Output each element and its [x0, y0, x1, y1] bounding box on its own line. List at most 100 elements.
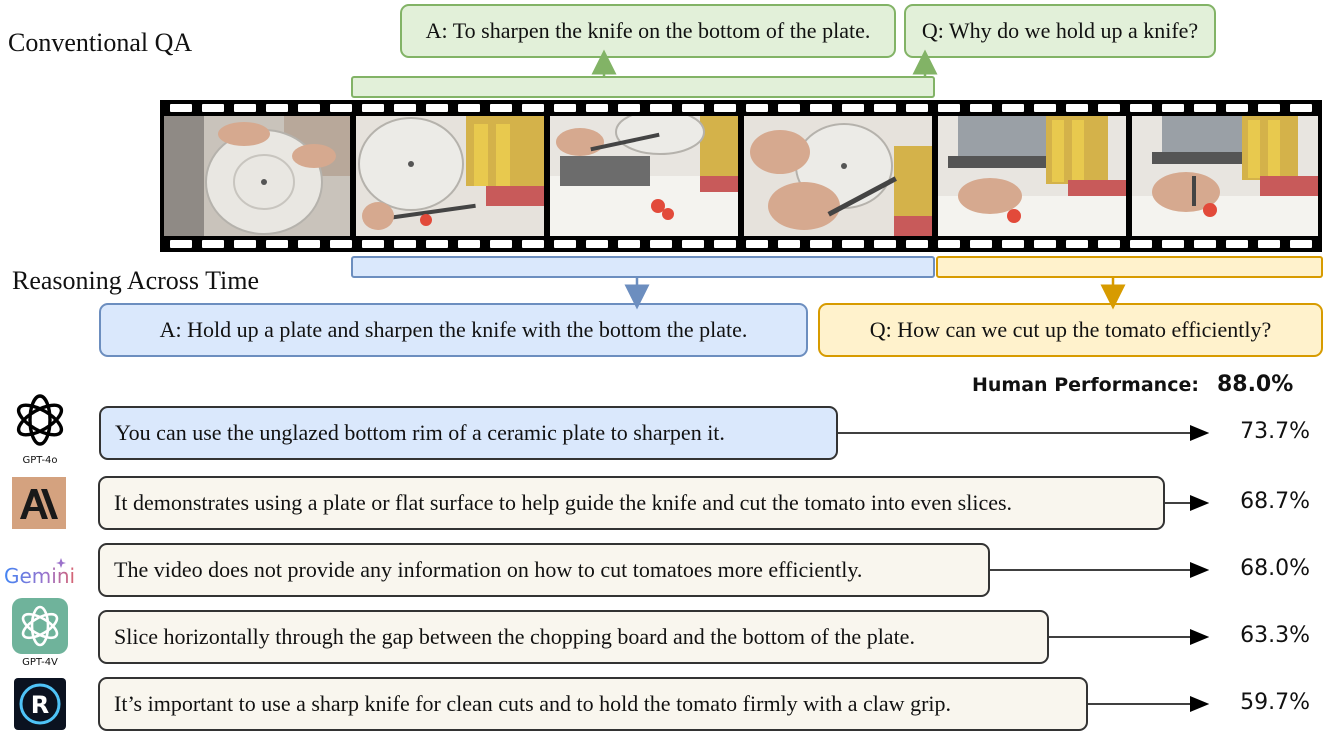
film-sprocket-hole — [1098, 240, 1120, 248]
film-sprocket-hole — [682, 240, 704, 248]
film-sprocket-hole — [330, 104, 352, 112]
film-sprocket-hole — [810, 240, 832, 248]
film-sprocket-hole — [234, 104, 256, 112]
reasoning-question-box: Q: How can we cut up the tomato efficien… — [818, 303, 1323, 357]
human-performance-label: Human Performance: — [972, 374, 1199, 396]
video-frame-1 — [164, 116, 350, 236]
film-sprocket-hole — [1194, 240, 1216, 248]
film-sprocket-hole — [202, 240, 224, 248]
model-answer-gpt-4o: You can use the unglazed bottom rim of a… — [99, 406, 838, 460]
film-sprocket-hole — [874, 240, 896, 248]
film-sprocket-hole — [202, 104, 224, 112]
film-sprocket-hole — [394, 240, 416, 248]
film-sprocket-hole — [1226, 104, 1248, 112]
film-sprocket-hole — [586, 104, 608, 112]
video-frame-2 — [356, 116, 544, 236]
model-answer-claude: It demonstrates using a plate or flat su… — [98, 476, 1165, 530]
film-sprocket-hole — [458, 104, 480, 112]
film-sprocket-hole — [778, 104, 800, 112]
film-sprocket-holes-top — [160, 104, 1322, 112]
film-sprocket-hole — [970, 240, 992, 248]
film-sprocket-hole — [682, 104, 704, 112]
anthropic-logo-icon — [12, 477, 66, 529]
film-sprocket-hole — [906, 104, 928, 112]
film-sprocket-hole — [874, 104, 896, 112]
human-performance-value: 88.0% — [1216, 372, 1294, 397]
film-sprocket-hole — [778, 240, 800, 248]
film-sprocket-hole — [1066, 104, 1088, 112]
film-sprocket-hole — [1226, 240, 1248, 248]
film-sprocket-hole — [1290, 240, 1312, 248]
film-sprocket-hole — [1002, 240, 1024, 248]
film-sprocket-hole — [1002, 104, 1024, 112]
reasoning-answer-box: A: Hold up a plate and sharpen the knife… — [99, 303, 808, 357]
film-sprocket-hole — [1130, 104, 1152, 112]
film-sprocket-hole — [266, 240, 288, 248]
film-sprocket-hole — [586, 240, 608, 248]
gemini-wordmark: Gemini — [4, 564, 75, 588]
reasoning-answer-span-bar — [351, 256, 935, 278]
gpt-4v-caption: GPT-4V — [22, 657, 58, 668]
film-sprocket-hole — [746, 240, 768, 248]
model-answer-gpt-4v: Slice horizontally through the gap betwe… — [98, 610, 1049, 664]
gpt-4o-caption: GPT-4o — [22, 455, 58, 466]
film-sprocket-hole — [170, 240, 192, 248]
film-sprocket-hole — [1162, 240, 1184, 248]
video-film-strip — [160, 100, 1322, 252]
video-frame-3 — [550, 116, 738, 236]
openai-logo-icon — [10, 390, 70, 450]
model-answer-reka: It’s important to use a sharp knife for … — [98, 677, 1088, 731]
film-sprocket-hole — [1194, 104, 1216, 112]
film-sprocket-hole — [426, 104, 448, 112]
film-sprocket-hole — [490, 104, 512, 112]
film-sprocket-hole — [298, 240, 320, 248]
conventional-span-bar — [351, 76, 935, 98]
model-answer-gemini: The video does not provide any informati… — [98, 543, 990, 597]
video-frame-4 — [744, 116, 932, 236]
score-gpt-4o: 73.7% — [1240, 419, 1310, 444]
film-sprocket-hole — [554, 104, 576, 112]
conventional-question-box: Q: Why do we hold up a knife? — [904, 4, 1216, 58]
score-gpt-4v: 63.3% — [1240, 623, 1310, 648]
film-sprocket-hole — [618, 104, 640, 112]
film-sprocket-hole — [1034, 104, 1056, 112]
film-sprocket-holes-bottom — [160, 240, 1322, 248]
film-sprocket-hole — [1258, 240, 1280, 248]
human-performance: Human Performance: 88.0% — [972, 372, 1293, 397]
film-sprocket-hole — [1290, 104, 1312, 112]
film-sprocket-hole — [362, 240, 384, 248]
score-claude: 68.7% — [1240, 489, 1310, 514]
film-sprocket-hole — [234, 240, 256, 248]
film-sprocket-hole — [394, 104, 416, 112]
film-sprocket-hole — [1162, 104, 1184, 112]
film-sprocket-hole — [938, 240, 960, 248]
film-sprocket-hole — [554, 240, 576, 248]
film-sprocket-hole — [746, 104, 768, 112]
video-frame-5 — [938, 116, 1126, 236]
film-sprocket-hole — [170, 104, 192, 112]
film-sprocket-hole — [714, 240, 736, 248]
film-sprocket-hole — [1034, 240, 1056, 248]
film-sprocket-hole — [298, 104, 320, 112]
film-sprocket-hole — [714, 104, 736, 112]
film-sprocket-hole — [1258, 104, 1280, 112]
film-sprocket-hole — [618, 240, 640, 248]
film-sprocket-hole — [458, 240, 480, 248]
film-sprocket-hole — [1066, 240, 1088, 248]
score-gemini: 68.0% — [1240, 556, 1310, 581]
film-sprocket-hole — [906, 240, 928, 248]
film-sprocket-hole — [1098, 104, 1120, 112]
film-sprocket-hole — [522, 104, 544, 112]
film-sprocket-hole — [362, 104, 384, 112]
svg-text:R: R — [31, 691, 49, 719]
conventional-qa-label: Conventional QA — [8, 28, 193, 57]
film-sprocket-hole — [330, 240, 352, 248]
conventional-answer-box: A: To sharpen the knife on the bottom of… — [400, 4, 896, 58]
film-sprocket-hole — [842, 104, 864, 112]
reasoning-question-span-bar — [936, 256, 1323, 278]
film-sprocket-hole — [522, 240, 544, 248]
film-sprocket-hole — [266, 104, 288, 112]
film-sprocket-hole — [650, 104, 672, 112]
film-sprocket-hole — [970, 104, 992, 112]
